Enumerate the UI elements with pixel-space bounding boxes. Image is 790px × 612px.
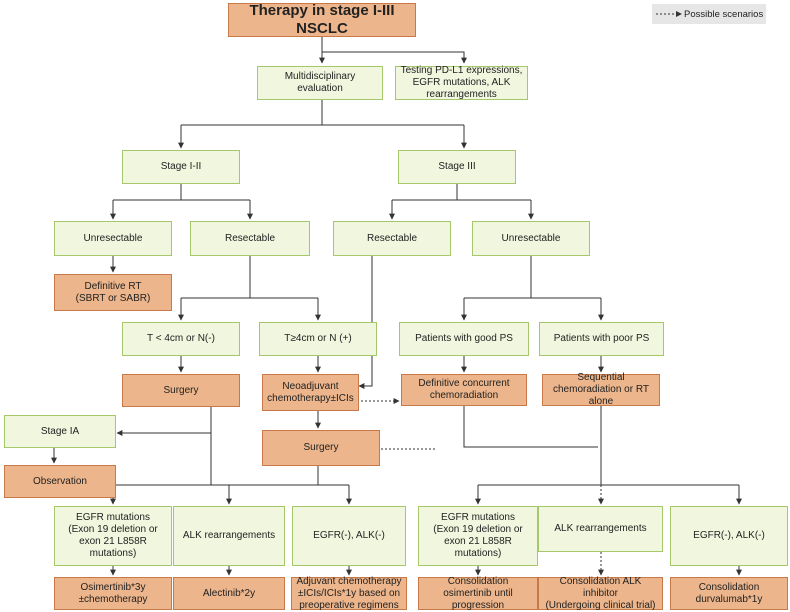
stage-i-ii: Stage I-II [122, 150, 240, 184]
consolidation-durvalumab: Consolidation durvalumab*1y [670, 577, 788, 610]
unresectable-left: Unresectable [54, 221, 172, 256]
surgery-2: Surgery [262, 430, 380, 466]
egfr-alk-negative-left: EGFR(-), ALK(-) [292, 506, 406, 566]
legend: Possible scenarios [652, 4, 766, 24]
resectable-right: Resectable [333, 221, 451, 256]
surgery-1: Surgery [122, 374, 240, 407]
egfr-mutations-left: EGFR mutations (Exon 19 deletion or exon… [54, 506, 172, 566]
egfr-alk-negative-right: EGFR(-), ALK(-) [670, 506, 788, 566]
resectable-left: Resectable [190, 221, 310, 256]
alk-rearrangements-right: ALK rearrangements [538, 506, 663, 552]
definitive-concurrent: Definitive concurrent chemoradiation [401, 374, 527, 406]
alectinib: Alectinib*2y [173, 577, 285, 610]
unresectable-right: Unresectable [472, 221, 590, 256]
dashed-arrow-icon [656, 11, 682, 17]
title-box: Therapy in stage I-III NSCLC [228, 2, 416, 37]
observation: Observation [4, 465, 116, 498]
t-small: T < 4cm or N(-) [122, 322, 240, 356]
alk-rearrangements-left: ALK rearrangements [173, 506, 285, 566]
consolidation-alk: Consolidation ALK inhibitor (Undergoing … [538, 576, 663, 611]
definitive-rt: Definitive RT (SBRT or SABR) [54, 274, 172, 311]
egfr-mutations-right: EGFR mutations (Exon 19 deletion or exon… [418, 506, 538, 566]
adjuvant-chemotherapy: Adjuvant chemotherapy ±ICIs/ICIs*1y base… [291, 576, 407, 611]
stage-iii: Stage III [398, 150, 516, 184]
poor-ps: Patients with poor PS [539, 322, 664, 356]
connector [463, 406, 598, 448]
consolidation-osimertinib: Consolidation osimertinib until progress… [418, 576, 538, 611]
connector [358, 256, 373, 389]
osimertinib: Osimertinib*3y ±chemotherapy [54, 577, 172, 610]
sequential-chemoradiation: Sequential chemoradiation or RT alone [542, 372, 660, 407]
good-ps: Patients with good PS [399, 322, 529, 356]
connector [116, 407, 212, 436]
stage-ia: Stage IA [4, 415, 116, 448]
neoadjuvant: Neoadjuvant chemotherapy±ICIs [262, 374, 359, 411]
connector [322, 51, 467, 64]
legend-label: Possible scenarios [684, 8, 764, 20]
testing-box: Testing PD-L1 expressions, EGFR mutation… [395, 65, 528, 100]
t-large: T≥4cm or N (+) [259, 322, 377, 356]
multidisciplinary-evaluation: Multidisciplinary evaluation [257, 66, 383, 100]
